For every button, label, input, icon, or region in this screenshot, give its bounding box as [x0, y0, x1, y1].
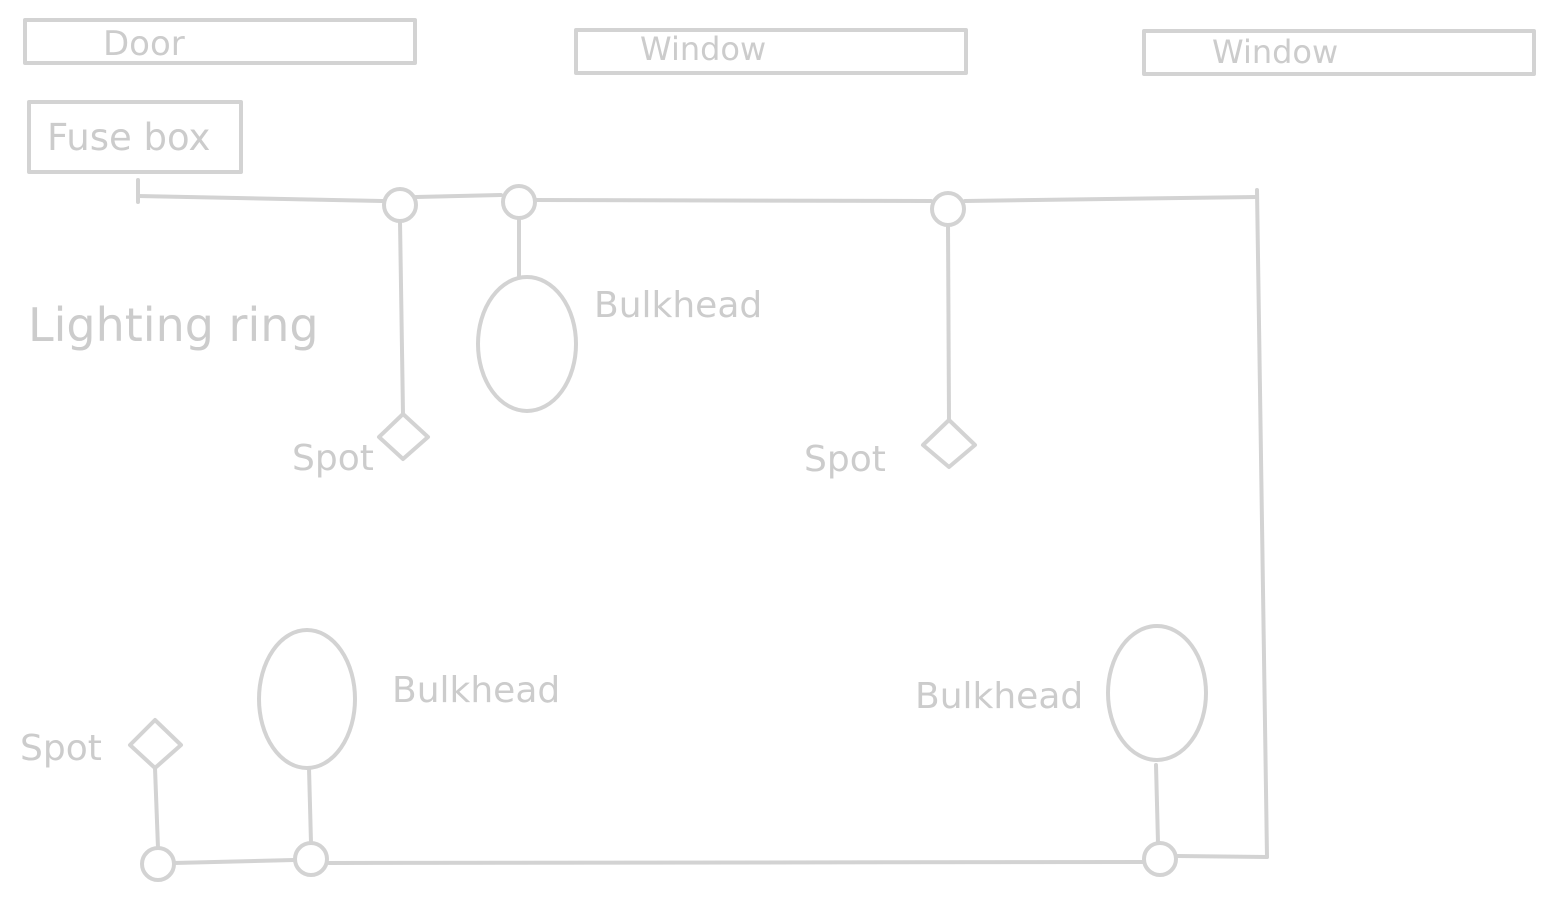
- drop-wire-bulkhead-3: [1154, 763, 1160, 845]
- ring-wire-top-2: [414, 193, 503, 199]
- bulkhead-label-3: Bulkhead: [915, 676, 1083, 717]
- window-box-1: [574, 28, 968, 75]
- spot-label-2: Spot: [804, 439, 886, 480]
- fuse-box: [27, 100, 243, 174]
- drop-wire-spot-2: [946, 223, 951, 422]
- ring-wire-bottom-1: [1175, 854, 1269, 859]
- ring-wire-bottom-2: [327, 860, 1145, 865]
- junction-node: [293, 841, 329, 877]
- drop-wire-spot-3: [153, 766, 160, 850]
- junction-node: [930, 191, 966, 227]
- bulkhead-light-2: [257, 628, 357, 770]
- ring-wire-top-4: [963, 195, 1259, 203]
- spot-label-3: Spot: [20, 728, 102, 769]
- window-label-1: Window: [640, 30, 766, 68]
- spot-light-1: [377, 412, 430, 461]
- spot-label-1: Spot: [292, 438, 374, 479]
- bulkhead-light-1: [476, 275, 578, 413]
- bulkhead-label-1: Bulkhead: [594, 285, 762, 326]
- drop-wire-bulkhead-2: [307, 766, 313, 845]
- drop-wire-spot-1: [398, 219, 405, 416]
- ring-wire-right: [1255, 188, 1269, 859]
- junction-node: [501, 184, 537, 220]
- ring-wire-top-3: [533, 198, 933, 203]
- door-box: [23, 18, 417, 65]
- spot-light-2: [921, 418, 977, 469]
- ring-wire-bottom-3: [172, 858, 296, 865]
- junction-node: [382, 187, 418, 223]
- ring-wire-top-1: [136, 194, 386, 203]
- spot-light-3: [128, 718, 183, 770]
- bulkhead-light-3: [1106, 624, 1208, 762]
- fuse-box-label: Fuse box: [47, 116, 210, 159]
- window-label-2: Window: [1212, 33, 1338, 71]
- junction-node: [140, 846, 176, 882]
- diagram-title: Lighting ring: [28, 298, 319, 352]
- bulkhead-label-2: Bulkhead: [392, 670, 560, 711]
- door-label: Door: [103, 24, 185, 64]
- window-box-2: [1142, 29, 1536, 76]
- junction-node: [1142, 841, 1178, 877]
